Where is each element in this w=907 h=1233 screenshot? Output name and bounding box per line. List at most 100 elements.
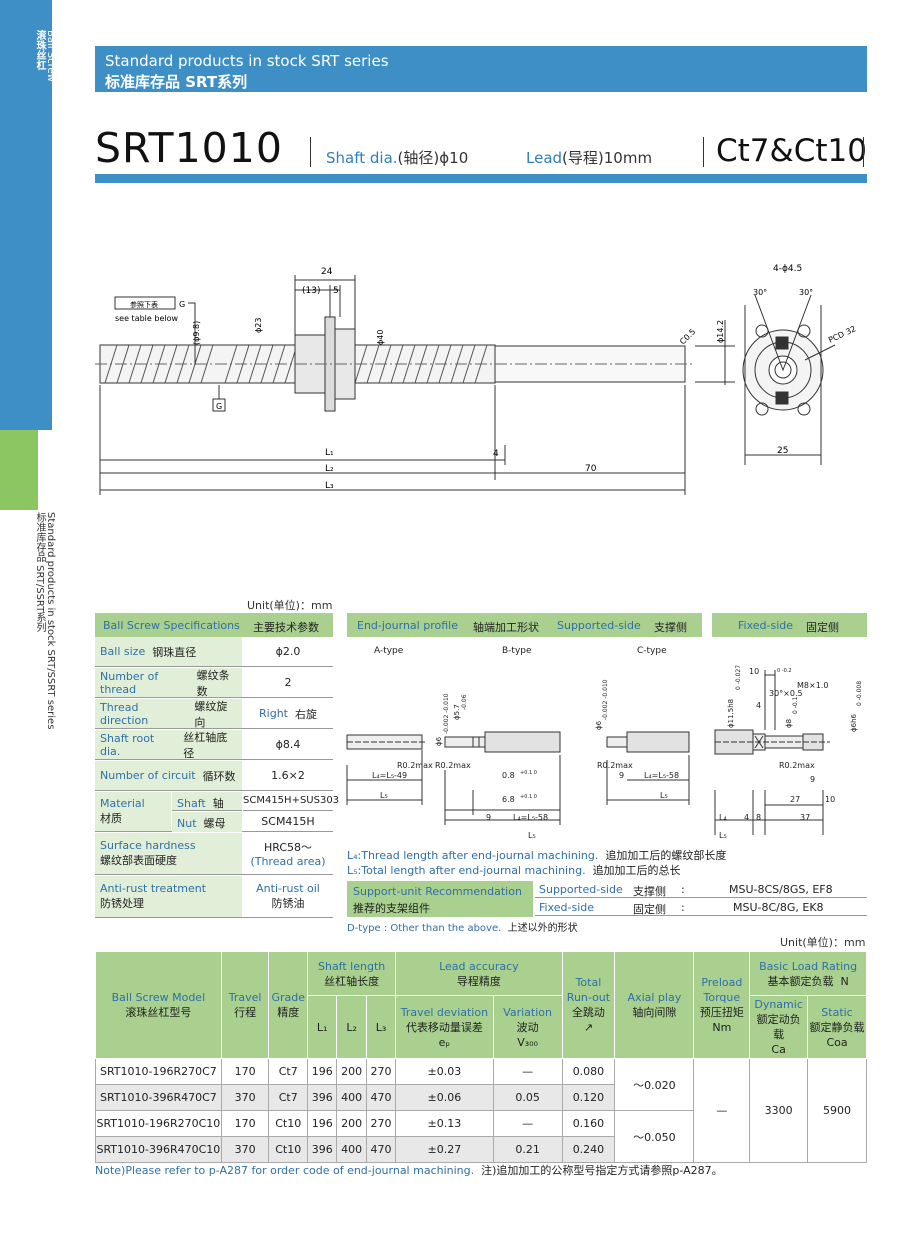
f-chamfer: 30°×0.5: [769, 689, 803, 698]
support-unit-header: Support-unit Recommendation 推荐的支架组件: [347, 881, 533, 917]
f-phi115-tol: 0 -0.027: [735, 665, 742, 690]
b-phi57: ϕ5.7: [453, 704, 461, 720]
ball-screw-main-drawing: 24 (13) 5 参照下表 G see table below (ϕ9.8) …: [95, 264, 857, 495]
b-d08: 0.8: [502, 771, 515, 780]
c-phi6: ϕ6: [595, 720, 603, 730]
angle-30-left: 30°: [753, 288, 767, 297]
holes: 4-ϕ4.5: [773, 264, 802, 274]
c-d9: 9: [619, 771, 624, 780]
model-title: SRT1010: [95, 124, 283, 172]
dtype-note: D-type : Other than the above. 上述以外的形状: [347, 923, 578, 934]
g-label: G: [216, 402, 222, 411]
f-phi115: ϕ11.5h8: [727, 699, 735, 728]
end-journal-drawings: A-type B-type C-type ϕ6 -0.002 -0.010 R0…: [346, 646, 863, 840]
L3: L₃: [325, 481, 334, 491]
dim-24: 24: [321, 267, 333, 277]
phi23: ϕ23: [254, 318, 263, 333]
shaft-dia-label: Shaft dia.(轴径)ϕ10: [326, 149, 469, 167]
axial-c10: ～0.050: [614, 1110, 695, 1163]
side-section-label: Standard products in stock SRT/SSRT seri…: [34, 512, 56, 730]
models-unit: Unit(单位)：mm: [780, 936, 866, 949]
dim-70: 70: [585, 464, 597, 474]
support-unit-supported: Supported-side 支撑侧 : MSU-8CS/8GS, EF8: [535, 881, 867, 898]
pcd: PCD 32: [827, 324, 857, 345]
b-d68-tol: +0.1 0: [520, 794, 537, 800]
a-type-label: A-type: [374, 646, 404, 656]
f-phi6h6: ϕ6h6: [850, 713, 858, 732]
f-d37: 37: [800, 813, 810, 822]
b-d68: 6.8: [502, 795, 515, 804]
a-phi6-tol: -0.002 -0.010: [443, 693, 450, 734]
dim-5: 5: [333, 286, 339, 296]
f-d4b: 4: [744, 813, 749, 822]
angle-30-right: 30°: [799, 288, 813, 297]
c-r: R0.2max: [597, 761, 633, 770]
ref-g: G: [179, 300, 185, 309]
dim-13: (13): [302, 286, 320, 296]
lead-label: Lead(导程)10mm: [526, 149, 653, 167]
b-L4: L₄=L₅-58: [513, 813, 548, 822]
spec-unit: Unit(单位)：mm: [247, 599, 333, 612]
phi98: (ϕ9.8): [192, 321, 201, 345]
f-d10: 10: [749, 667, 759, 676]
dim-25: 25: [777, 446, 788, 456]
spec-header: Ball Screw Specifications 主要技术参数: [95, 613, 333, 637]
c-L5: L₅: [660, 791, 668, 800]
th-L2: L₂: [336, 995, 367, 1059]
f-d9: 9: [810, 775, 815, 784]
b-d9: 9: [486, 813, 491, 822]
preload-value: —: [693, 1058, 751, 1163]
dynamic-value: 3300: [749, 1058, 809, 1163]
c-type-label: C-type: [637, 646, 667, 656]
axial-c7: ～0.020: [614, 1058, 695, 1111]
b-L5: L₅: [528, 831, 536, 840]
f-phi8: ϕ8: [785, 719, 793, 728]
support-unit-fixed: Fixed-side 固定侧 : MSU-8C/8G, EK8: [535, 899, 867, 916]
phi142: ϕ14.2: [716, 320, 725, 343]
c05: C0.5: [678, 327, 697, 346]
f-d4: 4: [756, 701, 761, 710]
note-l5: L₅:Total length after end-journal machin…: [347, 864, 681, 877]
spec-row-direction: Thread direction 螺纹旋向 Right 右旋: [95, 699, 333, 729]
L2: L₂: [325, 464, 334, 474]
f-phi6h6-tol: 0 -0.008: [856, 681, 863, 706]
see-table: see table below: [115, 314, 178, 323]
b-type-label: B-type: [502, 646, 532, 656]
side-tab-ball-screw: [0, 0, 52, 430]
title-underline: [95, 174, 867, 183]
grade-title: Ct7&Ct10: [716, 133, 867, 169]
fixed-side-header: Fixed-side 固定侧: [712, 613, 867, 637]
b-r: R0.2max: [435, 761, 471, 770]
footnote: Note)Please refer to p-A287 for order co…: [95, 1164, 723, 1177]
a-L5: L₅: [380, 791, 388, 800]
f-m8: M8×1.0: [797, 681, 828, 690]
f-d10b: 10: [825, 795, 835, 804]
f-d8: 8: [756, 813, 761, 822]
title-divider: [310, 137, 311, 167]
f-L4: L₄: [719, 813, 727, 822]
phi40: ϕ40: [376, 330, 385, 345]
f-phi8-tol: 0 -0.1: [792, 696, 799, 714]
f-d10-tol: 0 -0.2: [777, 668, 792, 674]
section-header: Standard products in stock SRT series 标准…: [95, 46, 867, 92]
L1: L₁: [325, 448, 334, 458]
section-header-cn: 标准库存品 SRT系列: [105, 73, 248, 91]
title-divider: [863, 137, 864, 167]
